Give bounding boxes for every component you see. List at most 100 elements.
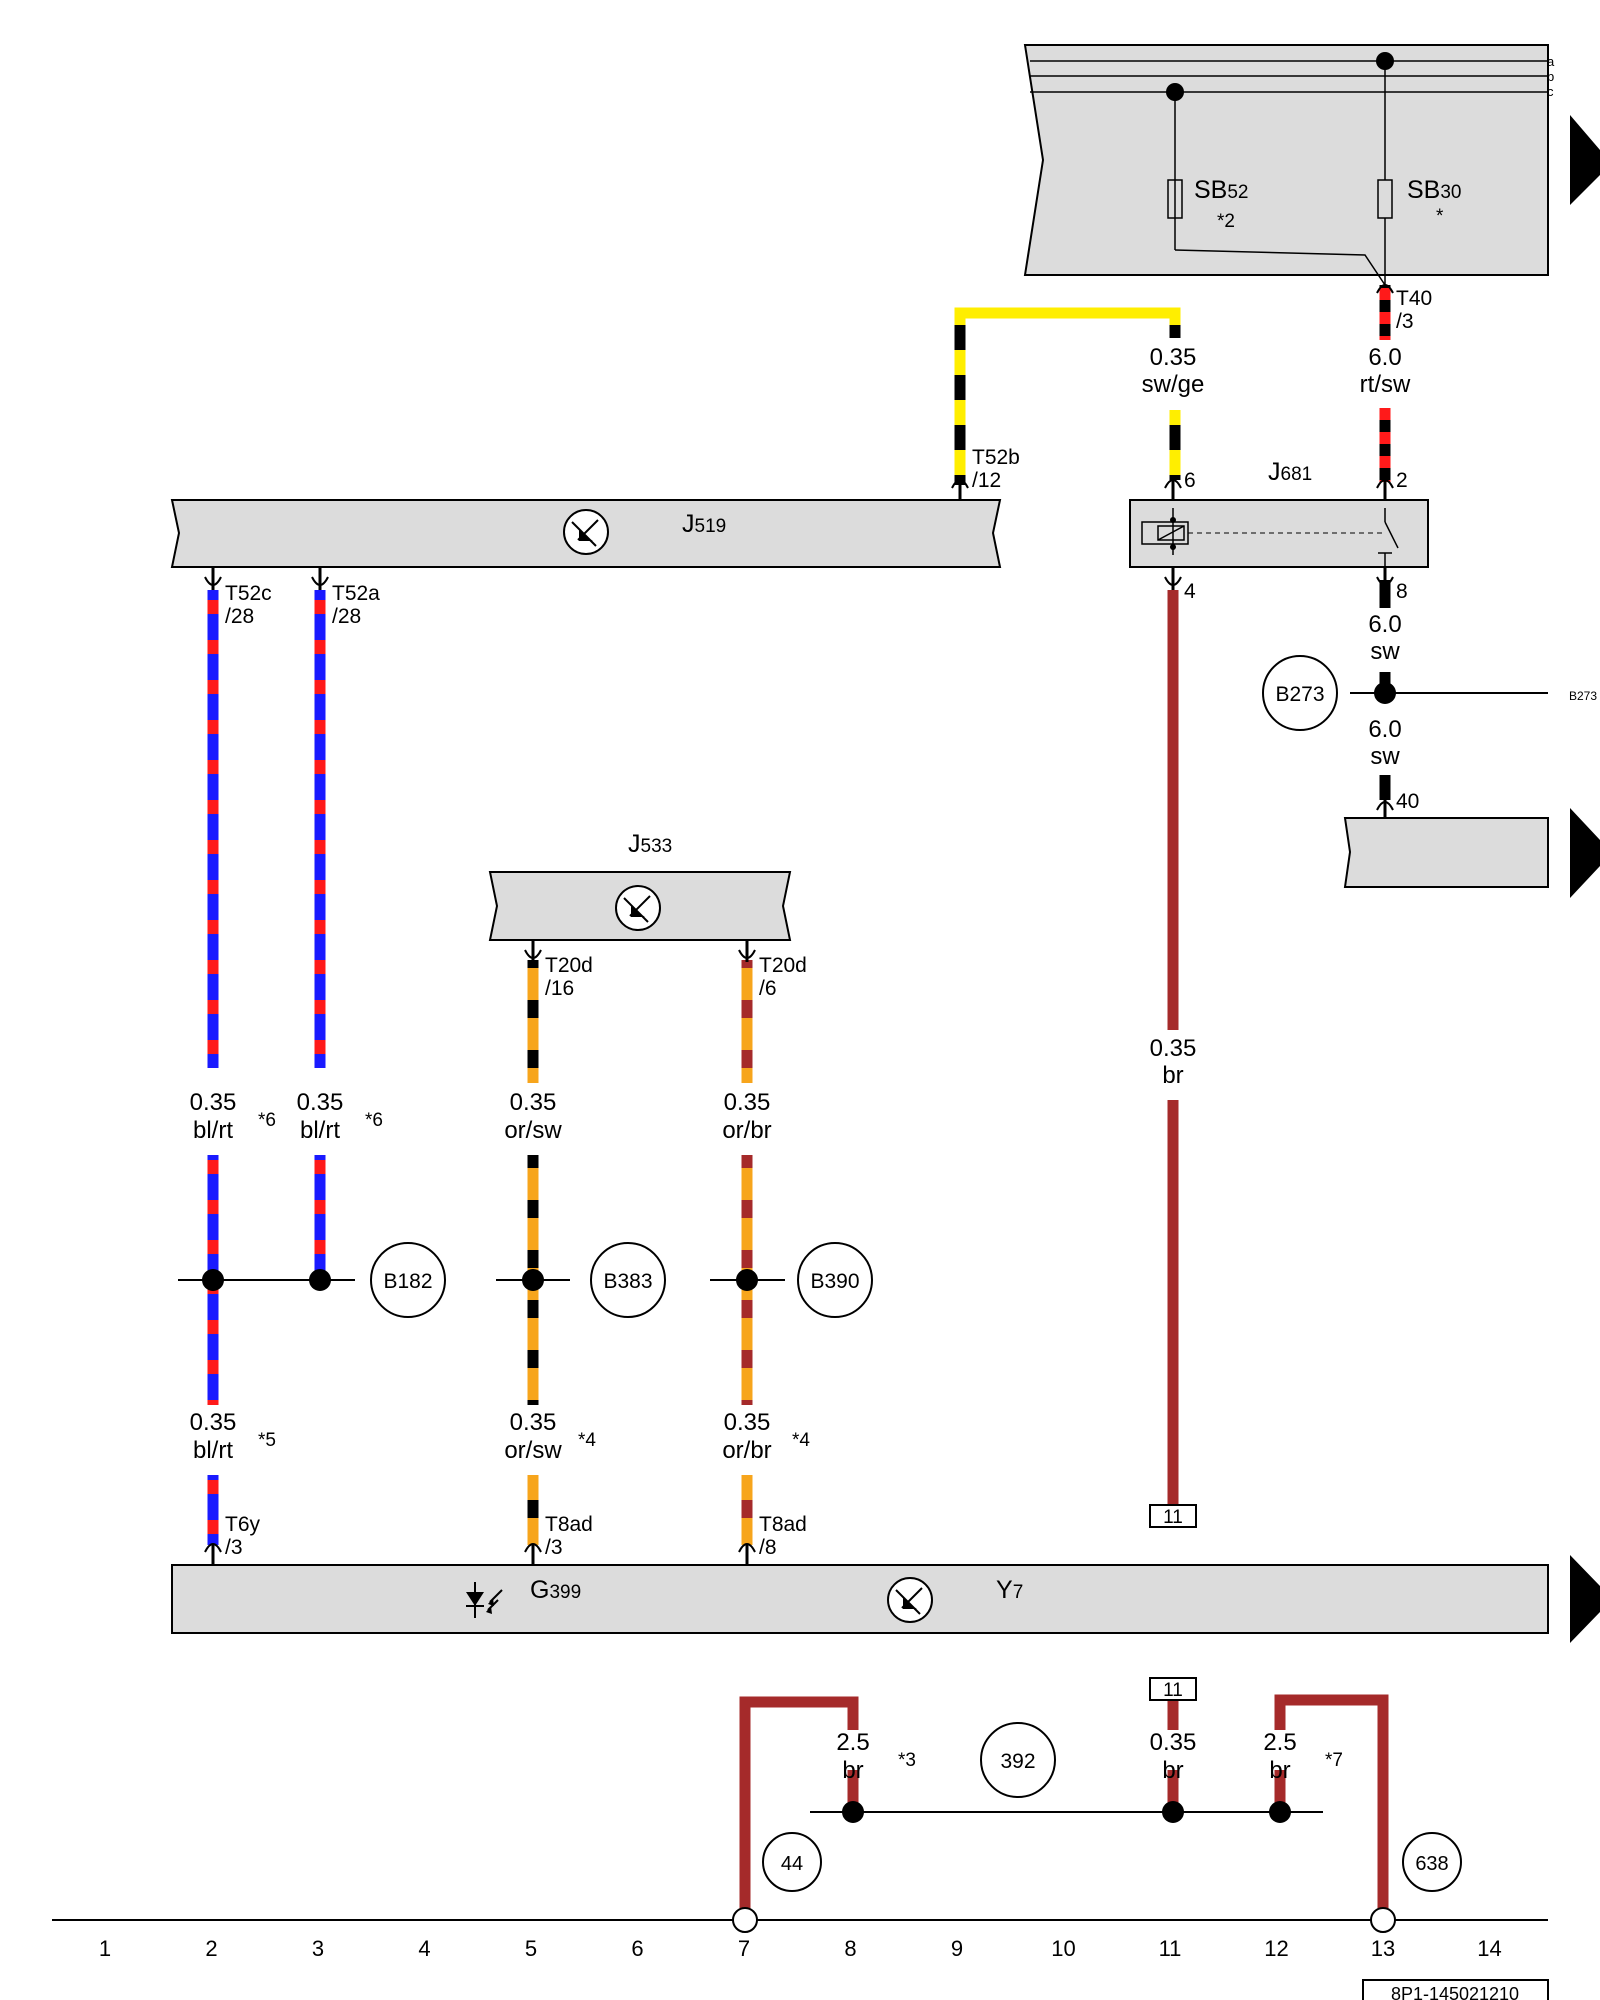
ground-point-44: [732, 1907, 758, 1933]
column-number: 14: [1477, 1936, 1501, 1961]
pin-t20d-16: T20d: [545, 954, 593, 977]
wire-or-br-2-size: 0.35: [724, 1409, 771, 1436]
wire-or-br-1-size: 0.35: [724, 1089, 771, 1116]
label-y7: Y7: [996, 1576, 1023, 1604]
pin-t52b-number: /12: [972, 469, 1001, 492]
wire-or-sw-1-size: 0.35: [510, 1089, 557, 1116]
splice-b390: B390: [810, 1270, 859, 1293]
ground-44: 44: [781, 1853, 803, 1875]
pin-t6y: T6y: [225, 1513, 261, 1536]
wire-sw-ge-top: [954, 307, 1181, 485]
wire-bl-rt-3-color: bl/rt: [193, 1437, 233, 1464]
pin-t20d-16-number: /16: [545, 977, 574, 1000]
wire-sw-ge-size: 0.35: [1150, 344, 1197, 371]
pin-t8ad-8: T8ad: [759, 1513, 807, 1536]
column-number: 6: [631, 1936, 643, 1961]
pin-t8ad-3-number: /3: [545, 1536, 563, 1559]
component-j519: J519: [170, 499, 1002, 568]
pin-40: 40: [1396, 790, 1419, 813]
wire-br-ground-638: [1274, 1694, 1389, 1920]
column-number: 10: [1051, 1936, 1075, 1961]
label-g399: G399: [530, 1576, 581, 1604]
continuation-arrow-top: [1570, 115, 1600, 205]
column-number: 11: [1159, 1936, 1182, 1961]
wire-sw-ge-color: sw/ge: [1142, 371, 1205, 398]
pin-t52b: T52b: [972, 446, 1020, 469]
wire-or-br-2-color: or/br: [722, 1437, 771, 1464]
splice-b273-ref: B273: [1569, 689, 1597, 703]
wire-rt-sw-size: 6.0: [1368, 344, 1401, 371]
wire-bl-rt-2-note: *6: [365, 1110, 383, 1131]
label-j519: J519: [682, 510, 726, 538]
pin-j681-6: 6: [1184, 469, 1196, 492]
fuse-sb30-symbol: [1377, 179, 1393, 219]
wire-sw-1-color: sw: [1370, 638, 1400, 665]
pin-t52a-number: /28: [332, 605, 361, 628]
wire-br-main-color: br: [1162, 1062, 1183, 1089]
column-number: 9: [951, 1936, 963, 1961]
wire-bl-rt-2-size: 0.35: [297, 1089, 344, 1116]
wire-rt-sw-color: rt/sw: [1360, 371, 1411, 398]
reference-bottom: 11: [1163, 1680, 1183, 1701]
wire-bl-rt-2-color: bl/rt: [300, 1117, 340, 1144]
component-j681: [1129, 499, 1429, 568]
wire-or-sw-2-size: 0.35: [510, 1409, 557, 1436]
wire-sw-2-size: 6.0: [1368, 716, 1401, 743]
splice-b182: B182: [383, 1270, 432, 1293]
ground-point-638: [1370, 1907, 1396, 1933]
reference-box-top: [1149, 1504, 1197, 1528]
column-number: 1: [99, 1936, 111, 1961]
wire-or-sw-2-color: or/sw: [504, 1437, 562, 1464]
column-number: 13: [1371, 1936, 1395, 1961]
splice-b273: B273: [1275, 683, 1324, 706]
pin-t52c-number: /28: [225, 605, 254, 628]
relay-coil-symbol: [1157, 525, 1185, 541]
bus-label-a: a: [1547, 54, 1555, 69]
wire-br-25-b-size: 2.5: [1263, 1729, 1296, 1756]
wire-bl-rt-1-note: *6: [258, 1110, 276, 1131]
wire-br-25-a-color: br: [842, 1757, 863, 1784]
label-j681: J681: [1268, 458, 1312, 486]
wire-br-25-a-note: *3: [898, 1750, 916, 1771]
component-right-module: [1343, 817, 1549, 888]
pin-t40-number: /3: [1396, 310, 1414, 333]
bus-label-b: b: [1547, 69, 1554, 84]
fuse-sb52-note: *2: [1217, 211, 1235, 232]
bus-label-c: c: [1547, 84, 1554, 99]
column-number: 2: [205, 1936, 217, 1961]
pin-t52a: T52a: [332, 582, 380, 605]
column-number: 12: [1264, 1936, 1288, 1961]
pin-t40: T40: [1396, 287, 1432, 310]
wire-br-25-b-color: br: [1269, 1757, 1290, 1784]
wire-br-25-a-size: 2.5: [836, 1729, 869, 1756]
component-y7: G399 Y7: [171, 1564, 1549, 1634]
pin-t6y-number: /3: [225, 1536, 243, 1559]
fuse-sb30-note: *: [1436, 206, 1444, 227]
wire-br-main-size: 0.35: [1150, 1035, 1197, 1062]
wire-bl-rt-3-note: *5: [258, 1430, 276, 1451]
wire-or-sw-1-color: or/sw: [504, 1117, 562, 1144]
column-number: 5: [525, 1936, 537, 1961]
splice-392-circle: [980, 1722, 1056, 1798]
wire-bl-rt-3-size: 0.35: [190, 1409, 237, 1436]
pin-j681-2: 2: [1396, 469, 1408, 492]
wire-bl-rt-1-color: bl/rt: [193, 1117, 233, 1144]
wire-bl-rt-1-size: 0.35: [190, 1089, 237, 1116]
column-number: 8: [844, 1936, 856, 1961]
column-number: 4: [418, 1936, 430, 1961]
continuation-arrow-bottom: [1570, 1555, 1600, 1643]
label-j533: J533: [628, 830, 672, 858]
pin-t52c: T52c: [225, 582, 272, 605]
ground-638: 638: [1415, 1853, 1448, 1875]
column-number: 3: [312, 1936, 324, 1961]
splice-b383-circle: [590, 1242, 666, 1318]
reference-top: 11: [1163, 1507, 1183, 1528]
wire-br-035-b-color: br: [1162, 1757, 1183, 1784]
wire-sw-1-size: 6.0: [1368, 611, 1401, 638]
ground-638-circle: [1402, 1832, 1462, 1892]
splice-b383: B383: [603, 1270, 652, 1293]
component-j533: [488, 871, 792, 941]
splice-b182-circle: [370, 1242, 446, 1318]
